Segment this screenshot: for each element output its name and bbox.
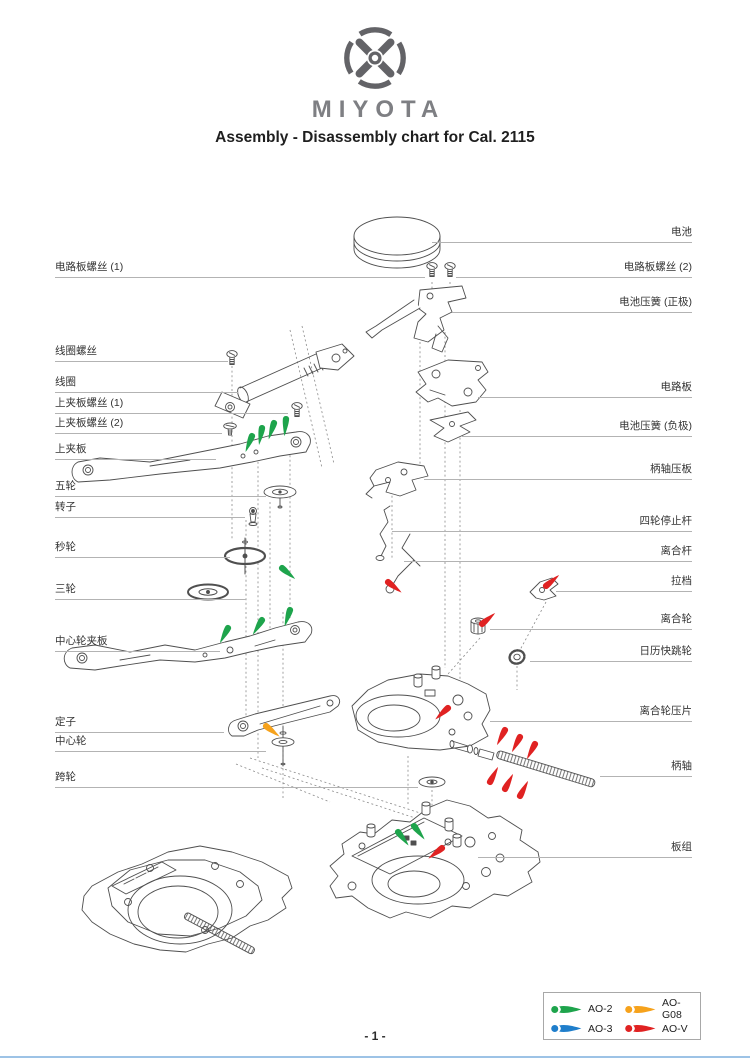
oil-arrow-red-icon bbox=[485, 765, 501, 787]
brand-name: MIYOTA bbox=[311, 96, 446, 123]
part-label: 电路板螺丝 (2) bbox=[456, 261, 692, 278]
part-label: 电池压簧 (正极) bbox=[452, 296, 692, 313]
legend-item-ao2: AO-2 bbox=[550, 997, 620, 1021]
page-number: - 1 - bbox=[364, 1029, 386, 1043]
minute-wheel-drawing bbox=[418, 776, 446, 788]
part-label: 上夹板螺丝 (1) bbox=[55, 397, 288, 414]
oil-arrow-orange-icon bbox=[625, 1005, 656, 1013]
oil-arrow-red-icon bbox=[625, 1024, 656, 1033]
winding-stem-drawing bbox=[449, 740, 596, 788]
oil-arrow-red-icon bbox=[509, 732, 525, 754]
oil-arrow-blue-icon bbox=[551, 1024, 582, 1033]
legend-item-aov: AO-V bbox=[624, 1022, 694, 1035]
part-label: 柄轴 bbox=[600, 760, 692, 777]
battery-spring-negative-drawing bbox=[429, 411, 477, 443]
battery-spring-positive-drawing bbox=[365, 285, 467, 353]
page-title: Assembly - Disassembly chart for Cal. 21… bbox=[215, 129, 535, 146]
clutch-wheel-pressure-plate-drawing bbox=[351, 665, 491, 751]
part-label: 线圈螺丝 bbox=[55, 345, 228, 362]
miyota-logo-icon bbox=[344, 27, 406, 89]
part-label: 板组 bbox=[478, 841, 692, 858]
second-wheel-drawing bbox=[223, 537, 267, 575]
center-wheel-drawing bbox=[271, 725, 295, 767]
main-plate-drawing bbox=[329, 799, 541, 919]
assembled-movement-drawing bbox=[81, 845, 293, 955]
part-label: 跨轮 bbox=[55, 771, 418, 788]
part-label: 日历快跳轮 bbox=[530, 645, 692, 662]
part-label: 电路板螺丝 (1) bbox=[55, 261, 425, 278]
part-label: 离合轮压片 bbox=[490, 705, 692, 722]
brand-header: MIYOTA bbox=[0, 22, 750, 124]
part-label: 拉档 bbox=[556, 575, 692, 592]
part-label: 四轮停止杆 bbox=[392, 515, 692, 532]
part-label: 中心轮 bbox=[55, 735, 266, 752]
part-label: 离合轮 bbox=[490, 613, 692, 630]
stem-pressure-plate-drawing bbox=[365, 461, 429, 499]
part-label: 电池 bbox=[432, 226, 692, 243]
oil-legend: AO-2 AO-G08 AO-3 AO-V bbox=[543, 992, 701, 1040]
center-wheel-bridge-drawing bbox=[63, 621, 313, 671]
oil-arrow-red-icon bbox=[494, 725, 510, 747]
part-label: 转子 bbox=[55, 501, 245, 518]
part-label: 上夹板 bbox=[55, 443, 216, 460]
coil-drawing bbox=[214, 343, 355, 419]
legend-item-aog08: AO-G08 bbox=[624, 997, 694, 1021]
part-label: 五轮 bbox=[55, 480, 266, 497]
battery-drawing bbox=[353, 216, 441, 269]
oil-arrow-green-icon bbox=[277, 563, 298, 582]
coil-screw-drawing bbox=[226, 350, 238, 365]
part-label: 上夹板螺丝 (2) bbox=[55, 417, 222, 434]
circuit-board-drawing bbox=[415, 359, 489, 407]
part-label: 线圈 bbox=[55, 376, 238, 393]
stator-drawing bbox=[228, 695, 341, 737]
part-label: 中心轮夹板 bbox=[55, 635, 220, 652]
oil-arrow-red-icon bbox=[524, 739, 540, 761]
date-jumper-wheel-drawing bbox=[508, 649, 526, 665]
fifth-wheel-drawing bbox=[263, 485, 297, 509]
footer-rule bbox=[0, 1056, 750, 1058]
fourth-wheel-stop-lever-drawing bbox=[375, 505, 391, 561]
part-label: 三轮 bbox=[55, 583, 246, 600]
part-label: 电池压簧 (负极) bbox=[462, 420, 692, 437]
part-label: 秒轮 bbox=[55, 541, 230, 558]
circuit-board-screws-drawing bbox=[426, 262, 456, 277]
part-label: 定子 bbox=[55, 716, 224, 733]
oil-arrow-red-icon bbox=[500, 772, 516, 794]
rotor-drawing bbox=[248, 507, 258, 526]
part-label: 电路板 bbox=[478, 381, 692, 398]
part-label: 离合杆 bbox=[404, 545, 692, 562]
oil-arrow-green-icon bbox=[551, 1005, 582, 1013]
legend-item-ao3: AO-3 bbox=[550, 1022, 620, 1035]
part-label: 柄轴压板 bbox=[424, 463, 692, 480]
oil-arrow-red-icon bbox=[515, 779, 531, 801]
